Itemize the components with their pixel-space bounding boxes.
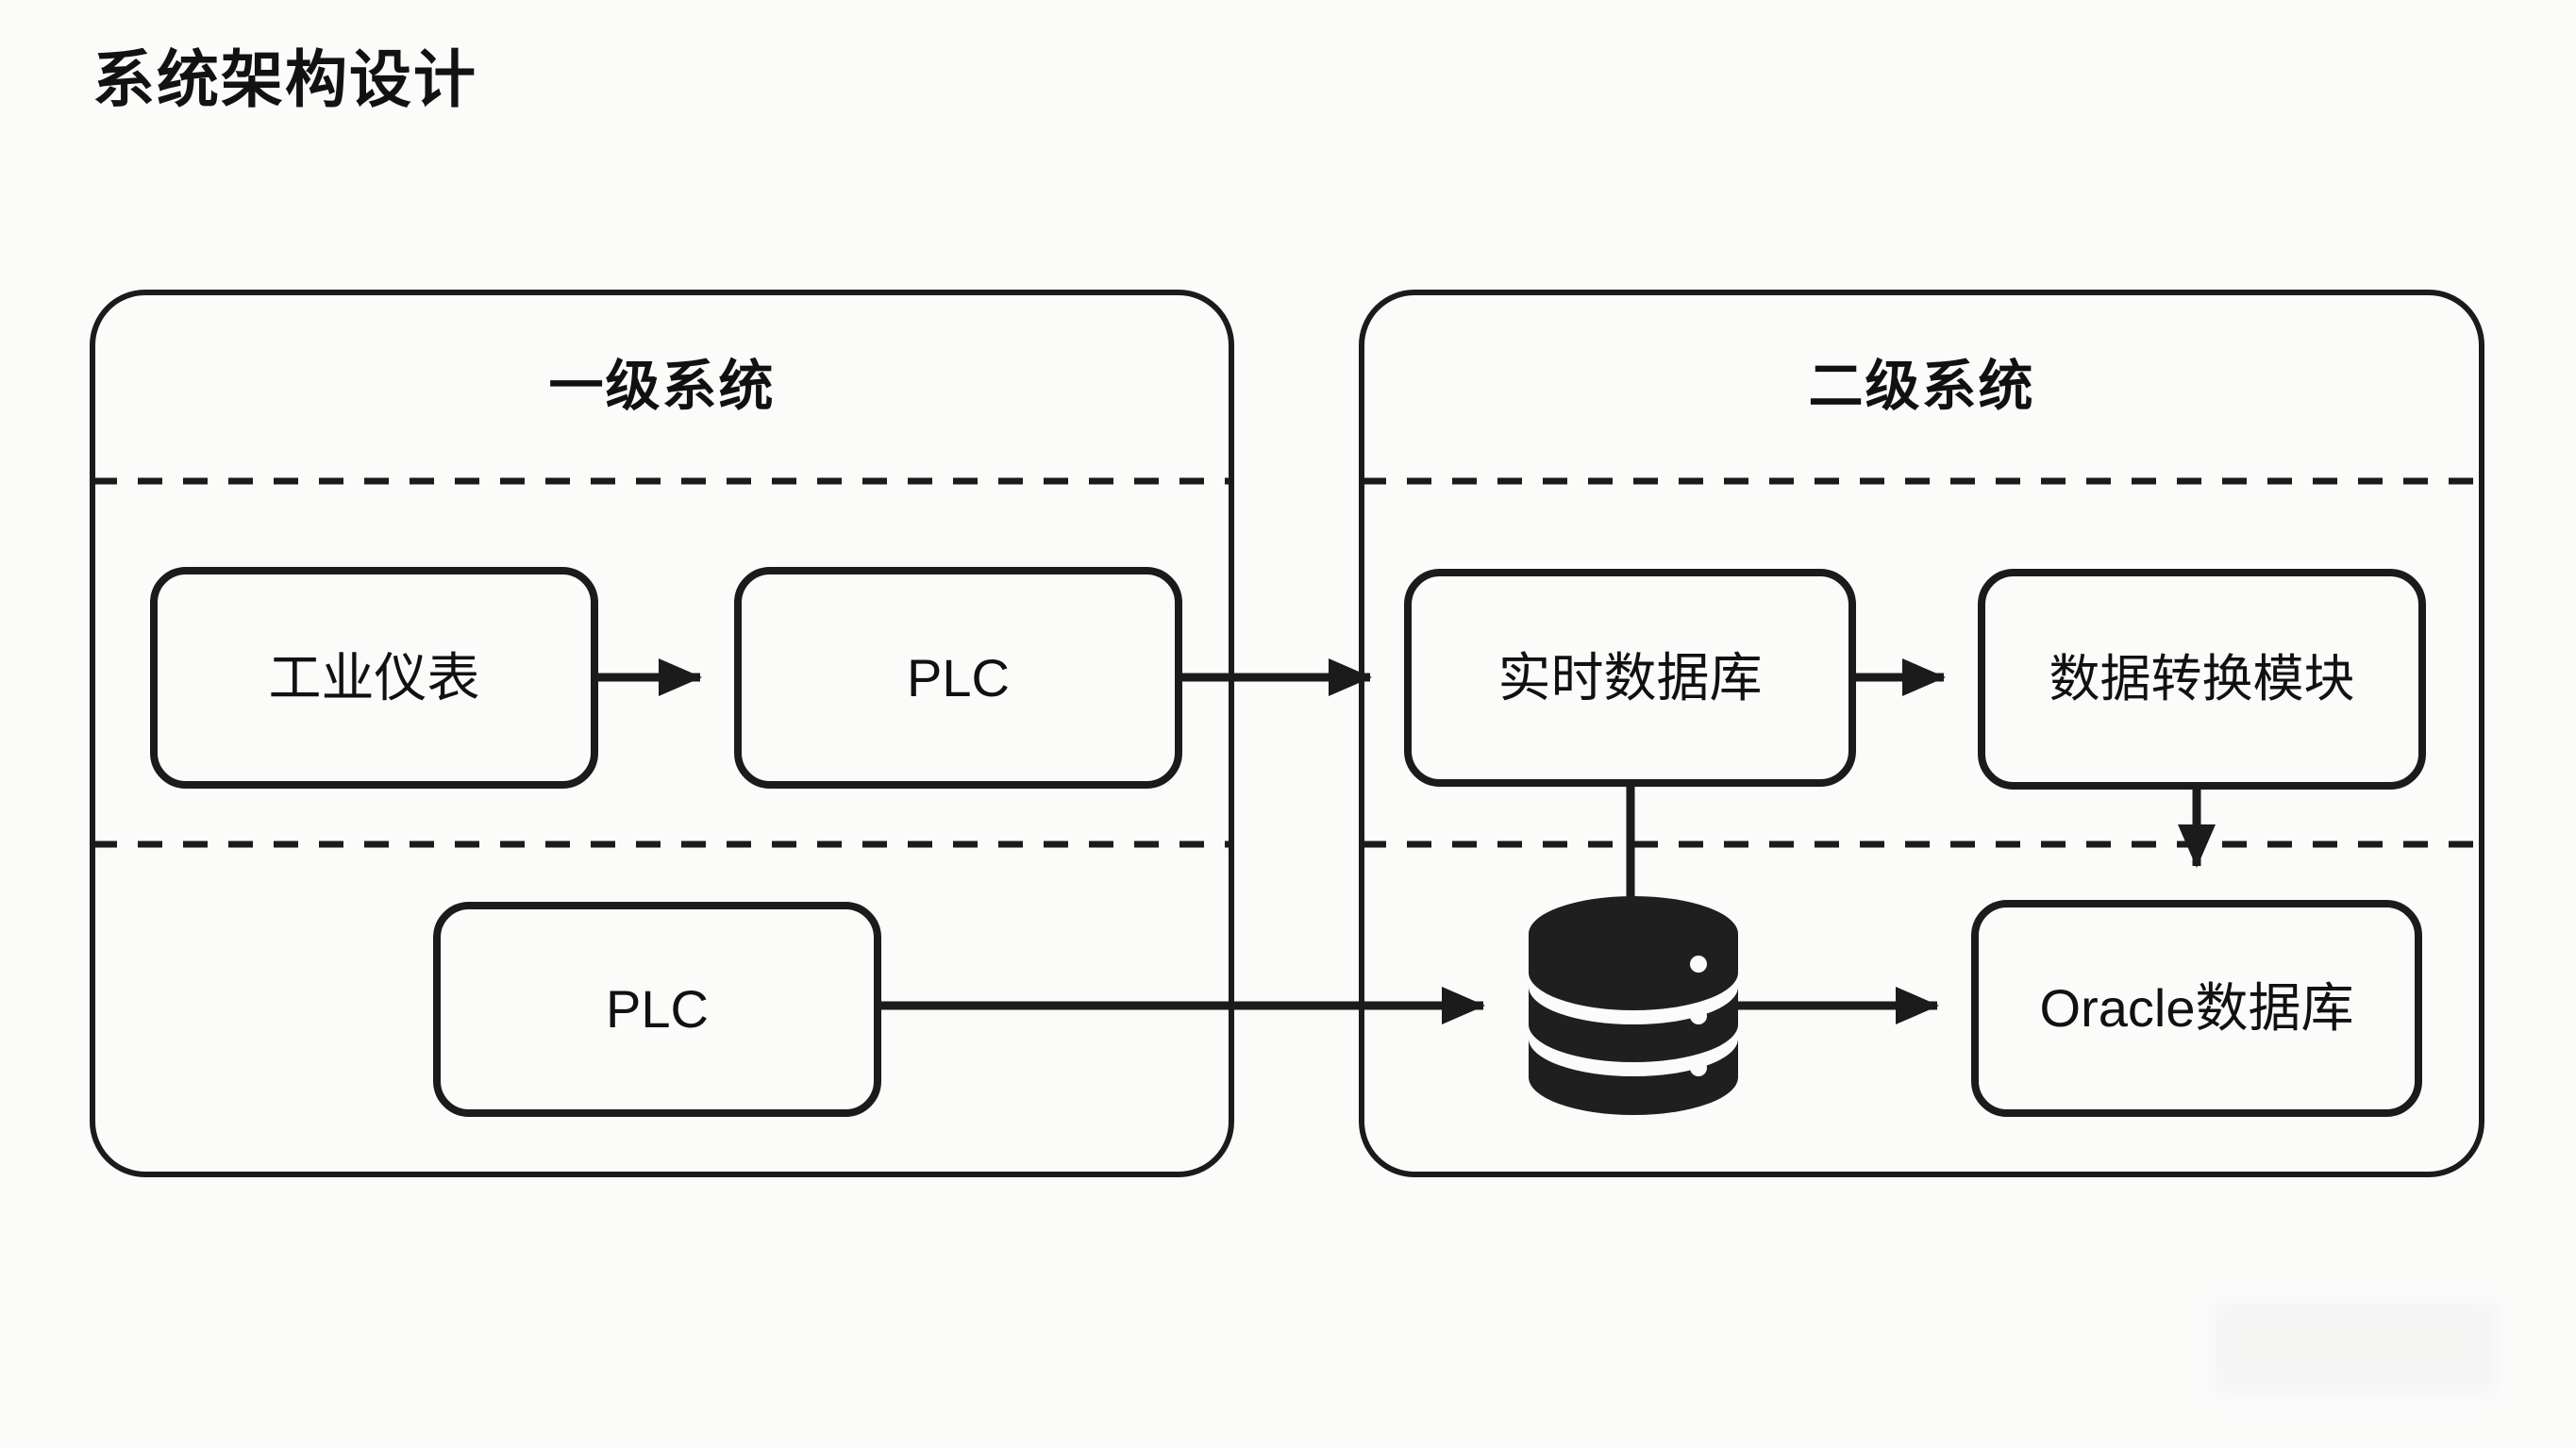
node-plc-bottom-shape[interactable]	[433, 902, 881, 1117]
node-db-cylinder[interactable]	[1529, 898, 1738, 1113]
group-level2[interactable]	[1359, 290, 2484, 1177]
node-plc-top-shape[interactable]	[734, 567, 1182, 789]
group-level1[interactable]	[90, 290, 1234, 1177]
node-plc-top[interactable]	[738, 571, 1179, 785]
group-level2-outline	[1359, 290, 2484, 1177]
background-artifact	[2213, 1300, 2496, 1394]
node-oracle-db[interactable]	[1975, 904, 2418, 1113]
group-level1-outline	[90, 290, 1234, 1177]
node-oracle-db-shape[interactable]	[1971, 900, 2422, 1117]
database-cylinder-icon[interactable]	[1529, 896, 1738, 1115]
node-plc-bottom[interactable]	[437, 906, 878, 1113]
node-instrument-shape[interactable]	[150, 567, 598, 789]
node-converter-shape[interactable]	[1978, 569, 2426, 790]
node-instrument[interactable]	[154, 571, 594, 785]
node-realtime-db[interactable]	[1408, 573, 1852, 783]
node-converter[interactable]	[1982, 573, 2422, 786]
page-title: 系统架构设计	[92, 44, 477, 114]
node-realtime-db-shape[interactable]	[1404, 569, 1856, 787]
